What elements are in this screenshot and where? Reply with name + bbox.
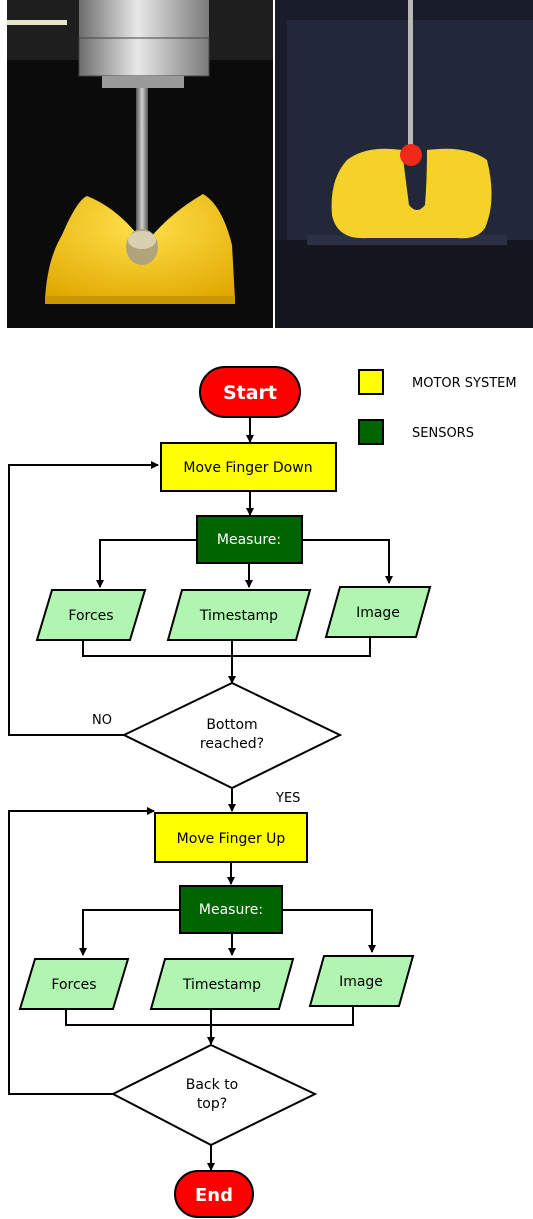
legend-motor-label: MOTOR SYSTEM bbox=[412, 376, 517, 391]
move-finger-down-label: Move Finger Down bbox=[183, 460, 312, 476]
image-label-1: Image bbox=[356, 605, 400, 621]
move-finger-up-label: Move Finger Up bbox=[177, 831, 286, 847]
yes-label: YES bbox=[275, 791, 300, 806]
forces-label-2: Forces bbox=[51, 977, 96, 993]
decision-2-line2: top? bbox=[197, 1096, 227, 1112]
legend-sensors-label: SENSORS bbox=[412, 426, 474, 441]
measure-step-2: Measure: bbox=[179, 885, 283, 934]
decision-2-line1: Back to bbox=[186, 1077, 239, 1093]
measure-label-1: Measure: bbox=[217, 532, 281, 548]
experiment-photos bbox=[7, 0, 533, 328]
image-label-2: Image bbox=[339, 974, 383, 990]
legend: MOTOR SYSTEM SENSORS bbox=[358, 369, 517, 445]
start-label: Start bbox=[223, 382, 277, 404]
photo-finger-marker bbox=[275, 0, 533, 328]
measure-label-2: Measure: bbox=[199, 902, 263, 918]
image-output-2: Image bbox=[308, 955, 415, 1007]
decision-bottom-reached: Bottom reached? bbox=[121, 681, 343, 790]
legend-sensors-swatch bbox=[358, 419, 384, 445]
photo-sponge-indentation bbox=[7, 0, 273, 328]
forces-label-1: Forces bbox=[68, 608, 113, 624]
measure-step-1: Measure: bbox=[196, 515, 303, 564]
no-label: NO bbox=[92, 713, 112, 728]
connectors bbox=[8, 417, 393, 1171]
move-finger-up-step: Move Finger Up bbox=[154, 812, 308, 863]
decision-1-line2: reached? bbox=[200, 736, 264, 752]
timestamp-label-1: Timestamp bbox=[199, 608, 278, 624]
forces-output-1: Forces bbox=[35, 589, 147, 641]
timestamp-output-1: Timestamp bbox=[166, 589, 312, 641]
image-output-1: Image bbox=[324, 586, 432, 638]
flowchart: MOTOR SYSTEM SENSORS Start Move Finger D… bbox=[8, 366, 517, 1218]
timestamp-output-2: Timestamp bbox=[149, 958, 295, 1010]
end-label: End bbox=[195, 1185, 233, 1206]
decision-back-to-top: Back to top? bbox=[110, 1043, 318, 1147]
decision-1-line1: Bottom bbox=[206, 717, 257, 733]
forces-output-2: Forces bbox=[18, 958, 130, 1010]
move-finger-down-step: Move Finger Down bbox=[160, 442, 337, 492]
start-terminal: Start bbox=[199, 366, 301, 418]
end-terminal: End bbox=[174, 1170, 254, 1218]
legend-motor-swatch bbox=[358, 369, 384, 395]
timestamp-label-2: Timestamp bbox=[182, 977, 261, 993]
